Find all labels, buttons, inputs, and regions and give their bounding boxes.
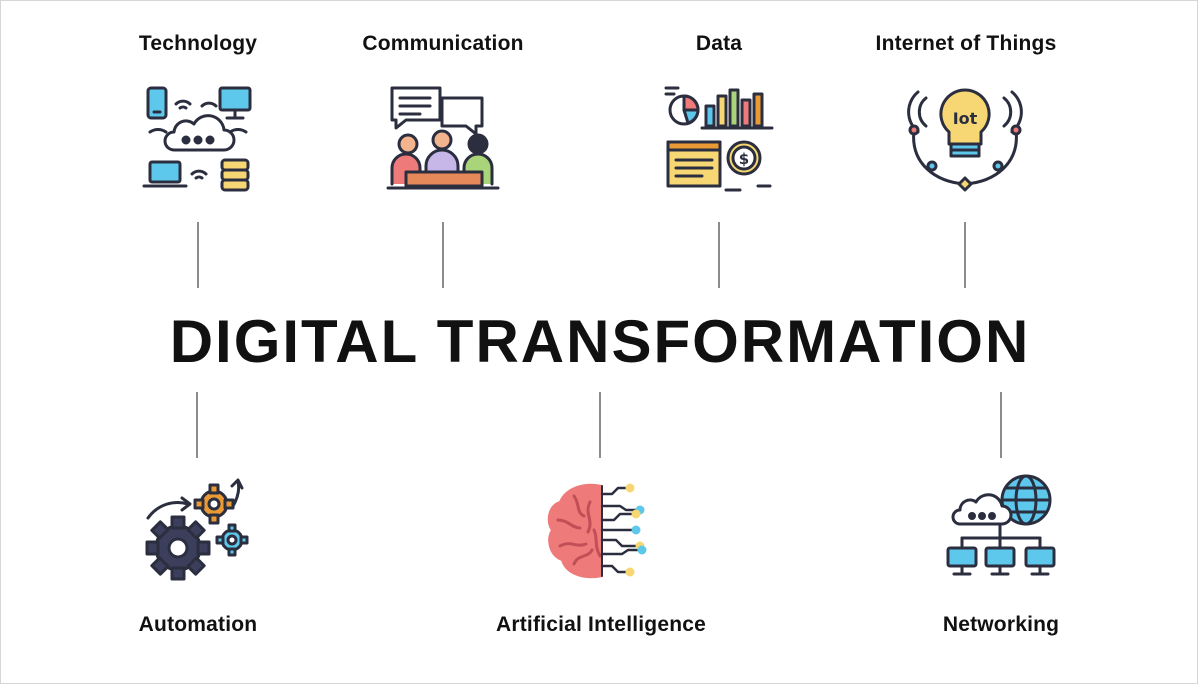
data-icon: $	[664, 86, 774, 192]
automation-icon	[145, 478, 249, 581]
node-label-data: Data	[695, 32, 743, 55]
iot-icon: Iot	[907, 88, 1023, 192]
connector-artificial-intelligence	[599, 392, 601, 458]
node-label-internet-of-things: Internet of Things	[875, 32, 1057, 55]
connector-technology	[197, 222, 199, 288]
connector-automation	[196, 392, 198, 458]
connector-communication	[442, 222, 444, 288]
connector-networking	[1000, 392, 1002, 458]
networking-icon	[946, 474, 1056, 576]
node-label-automation: Automation	[138, 613, 258, 636]
node-label-technology: Technology	[138, 32, 258, 55]
technology-icon	[142, 86, 252, 192]
node-label-artificial-intelligence: Artificial Intelligence	[496, 613, 706, 636]
diagram-title: DIGITAL TRANSFORMATION	[169, 308, 1031, 375]
iot-icon-text: Iot	[953, 109, 978, 128]
node-label-communication: Communication	[362, 32, 524, 55]
connector-data	[718, 222, 720, 288]
connector-internet-of-things	[964, 222, 966, 288]
node-label-networking: Networking	[942, 613, 1060, 636]
svg-text:$: $	[739, 150, 749, 168]
communication-icon	[386, 86, 500, 190]
artificial-intelligence-icon	[547, 483, 647, 579]
